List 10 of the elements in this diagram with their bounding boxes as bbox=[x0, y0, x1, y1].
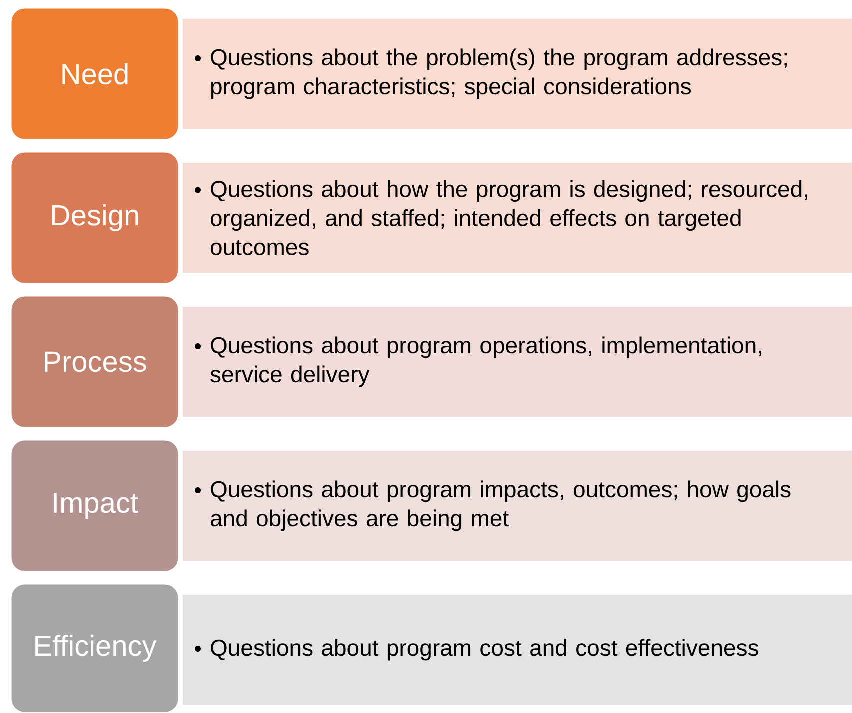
description-box: Questions about how the program is designed; resourced, organized, and staffed; intended effects on targeted outcomes bbox=[183, 163, 852, 273]
description-box: Questions about program operations, implementation, service delivery bbox=[183, 307, 852, 417]
category-box: Need bbox=[10, 7, 180, 141]
category-box: Design bbox=[10, 151, 180, 285]
description-box: Questions about program cost and cost effectiveness bbox=[183, 595, 852, 705]
description-box: Questions about program impacts, outcomes; how goals and objectives are being met bbox=[183, 451, 852, 561]
category-box: Process bbox=[10, 295, 180, 429]
description-box: Questions about the problem(s) the program addresses; program characteristics; special considerations bbox=[183, 19, 852, 129]
category-box: Efficiency bbox=[10, 583, 180, 713]
category-box: Impact bbox=[10, 439, 180, 573]
